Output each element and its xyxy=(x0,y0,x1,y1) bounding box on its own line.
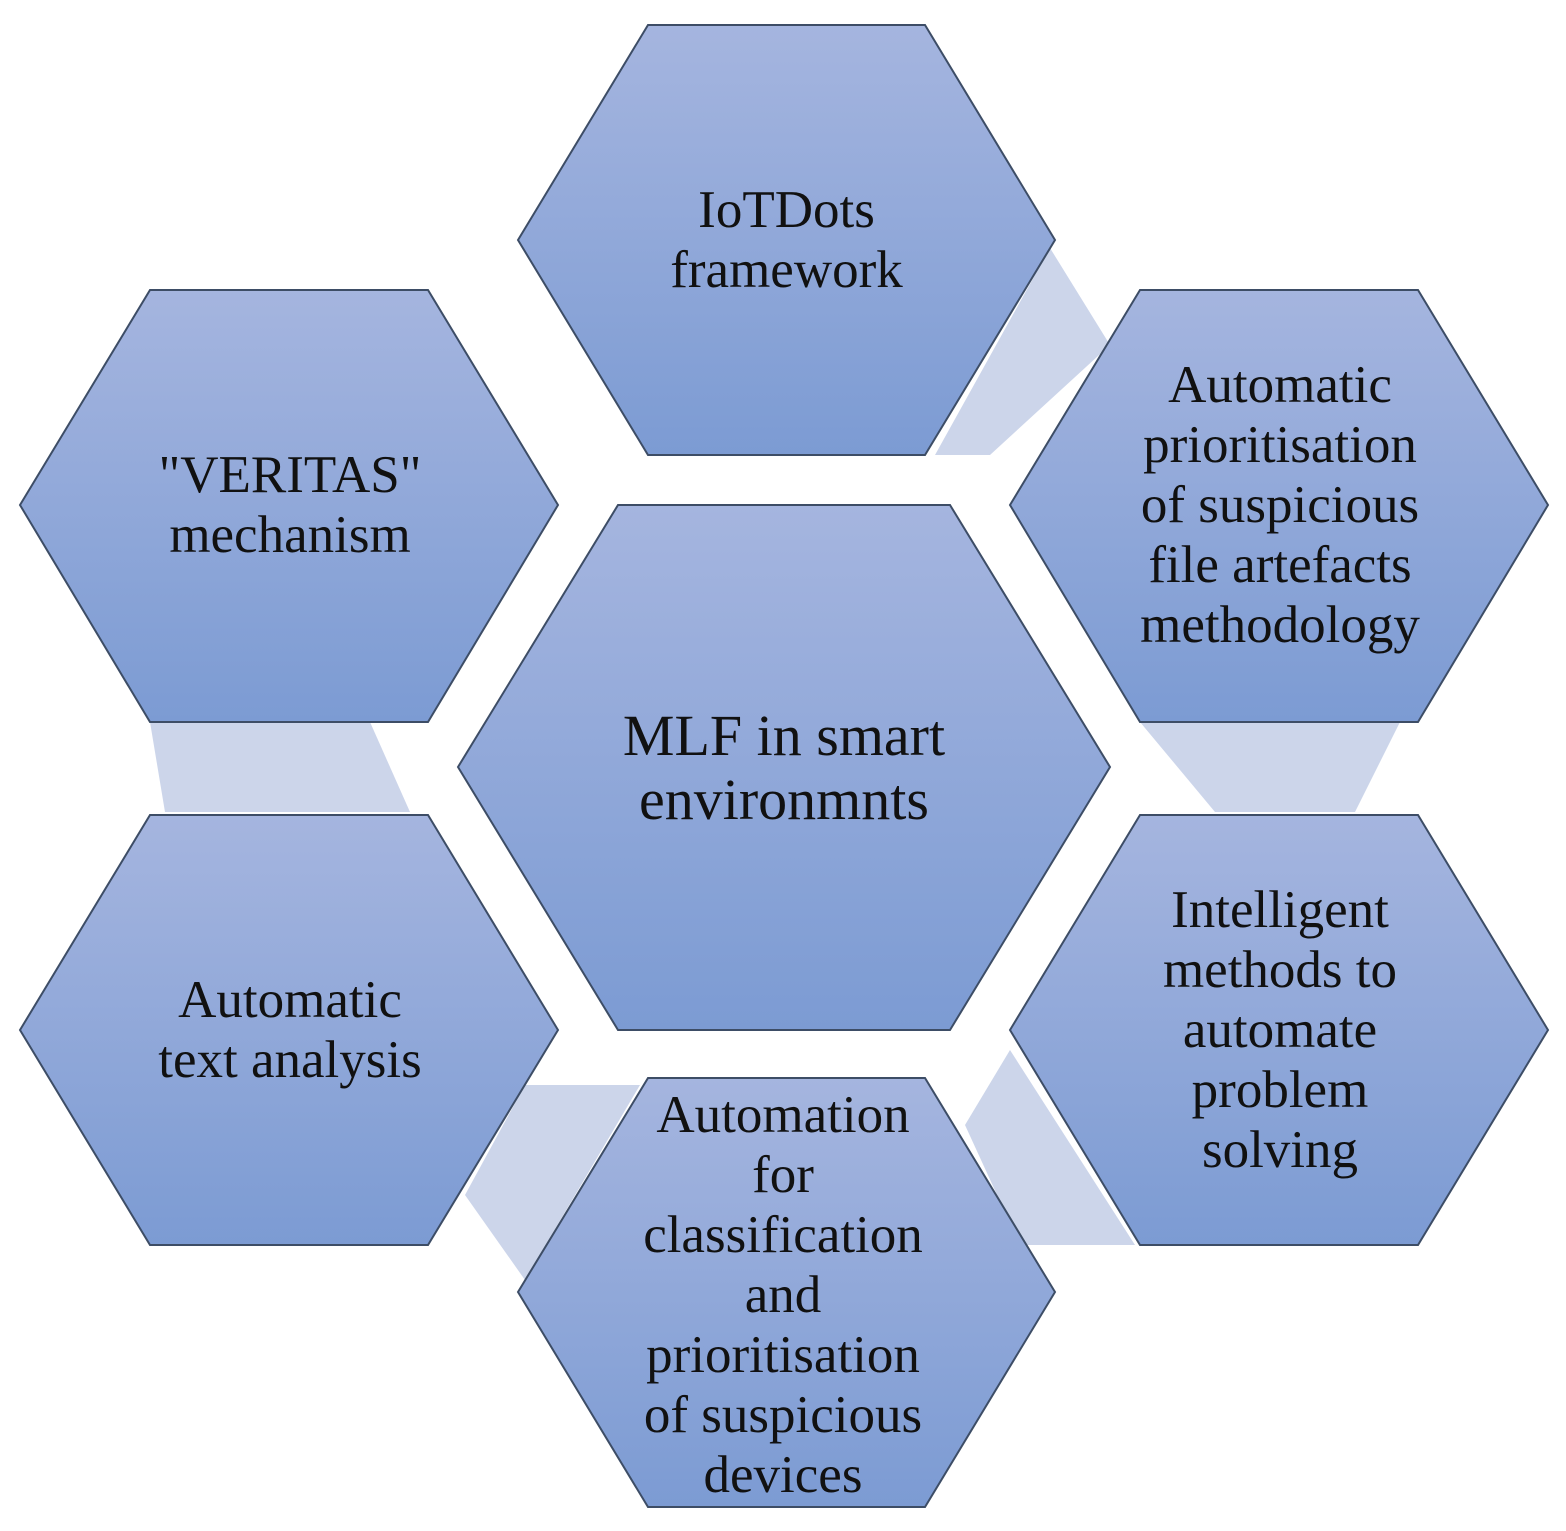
center-label: MLF in smart environmnts xyxy=(622,702,946,832)
hexagon-center xyxy=(456,504,1112,1031)
upper-left-node-label: "VERITAS" mechanism xyxy=(158,446,422,564)
hexagon-lower-left xyxy=(18,814,560,1246)
lower-right-node-label: Intelligent methods to automate problem … xyxy=(1162,881,1398,1179)
connector-lower-right-to-bottom xyxy=(965,1050,1135,1245)
connector-bottom-to-lower-left xyxy=(465,1085,640,1280)
bottom-node-label: Automation for classification and priori… xyxy=(643,1086,923,1504)
hexagon-lower-right xyxy=(1008,814,1550,1246)
connector-upper-right-to-lower-right xyxy=(1140,722,1400,812)
lower-left-node-label: Automatic text analysis xyxy=(158,971,422,1089)
connector-lower-left-to-upper-left xyxy=(150,722,410,812)
hexagon-top xyxy=(516,24,1057,456)
connector-top-to-upper-right xyxy=(935,248,1110,455)
top-node-label: IoTDots framework xyxy=(670,181,903,299)
hexagon-bottom xyxy=(516,1077,1057,1508)
upper-right-node-label: Automatic prioritisation of suspicious f… xyxy=(1140,356,1420,654)
hexagon-upper-right xyxy=(1008,289,1550,723)
hexagon-upper-left xyxy=(18,289,560,723)
